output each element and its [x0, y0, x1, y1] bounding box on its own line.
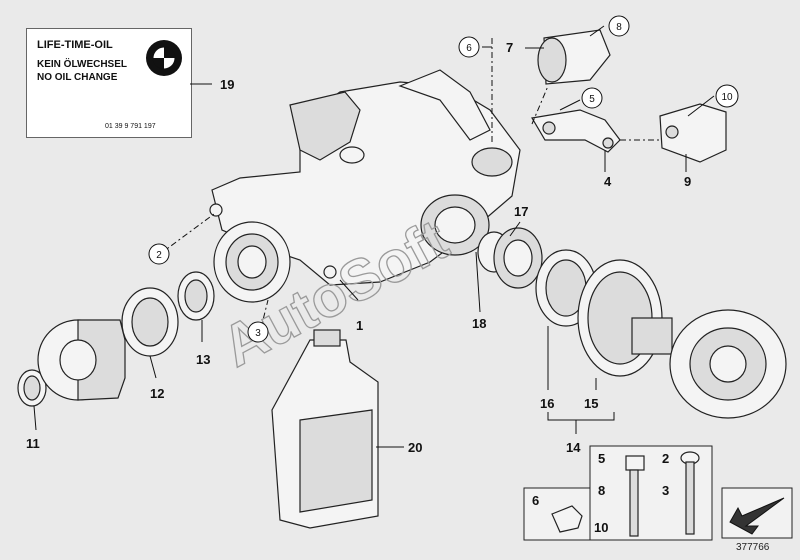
reference-number: 377766 — [736, 542, 770, 553]
callout-13: 13 — [196, 352, 210, 367]
callout-5: 5 — [589, 94, 595, 105]
table-6: 6 — [532, 493, 539, 508]
part-8-mount — [537, 29, 611, 85]
callout-15: 15 — [584, 396, 598, 411]
table-3: 3 — [662, 483, 669, 498]
callout-3: 3 — [255, 328, 261, 339]
table-5: 5 — [598, 451, 605, 466]
bmw-logo-icon — [146, 40, 182, 76]
label-part-number: 01 39 9 791 197 — [105, 123, 156, 130]
callout-16: 16 — [540, 396, 554, 411]
life-time-oil-label: LIFE-TIME-OIL KEIN ÖLWECHSEL NO OIL CHAN… — [26, 28, 192, 138]
callout-9: 9 — [684, 174, 691, 189]
table-2: 2 — [662, 451, 669, 466]
oil-bottle — [271, 329, 379, 529]
callout-19: 19 — [220, 77, 234, 92]
label-line-2: KEIN ÖLWECHSEL — [37, 59, 128, 70]
label-line-1: LIFE-TIME-OIL — [37, 39, 113, 51]
callout-20: 20 — [408, 440, 422, 455]
differential-housing — [209, 69, 521, 286]
callout-12: 12 — [150, 386, 164, 401]
table-10: 10 — [594, 520, 608, 535]
callout-1: 1 — [356, 318, 363, 333]
callout-2: 2 — [156, 250, 162, 261]
callout-11: 11 — [26, 436, 40, 451]
part-9-rubber-mount — [659, 103, 727, 163]
hardware-table — [523, 445, 713, 541]
part-4-bracket — [531, 109, 621, 153]
callout-10: 10 — [721, 92, 733, 103]
callout-6: 6 — [466, 43, 472, 54]
callout-14: 14 — [566, 440, 581, 455]
direction-arrow-icon — [721, 487, 793, 539]
callout-8: 8 — [616, 22, 622, 33]
label-line-3: NO OIL CHANGE — [37, 72, 118, 83]
output-flange-left — [213, 221, 291, 303]
table-8: 8 — [598, 483, 605, 498]
callout-4: 4 — [604, 174, 612, 189]
callout-18: 18 — [472, 316, 486, 331]
callout-17: 17 — [514, 204, 528, 219]
output-flange-right — [631, 309, 787, 419]
shaft-flange — [37, 319, 126, 401]
callout-7: 7 — [506, 40, 513, 55]
